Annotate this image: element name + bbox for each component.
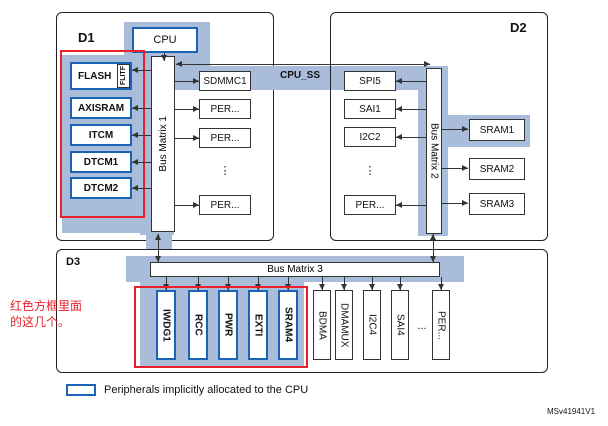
axisram-box: AXISRAM [70, 97, 132, 119]
d1-per-box-1: PER... [199, 99, 251, 119]
arrow-bm2-spi5 [396, 78, 426, 84]
arrow-bm3-sai4 [397, 277, 403, 290]
arrow-bm2-sram1 [442, 126, 468, 132]
d3-per-label: PER... [435, 310, 447, 340]
arrow-bm1-bm3 [155, 234, 161, 262]
d1-per-label-1: PER... [210, 103, 240, 115]
cpu-ss-label: CPU_SS [280, 70, 321, 81]
figure-reference: MSv41941V1 [547, 407, 596, 416]
arrow-bm2-sram3 [442, 200, 468, 206]
d1-highlight-box [60, 50, 145, 218]
exti-label: EXTI [252, 313, 264, 337]
d2-per-label: PER... [355, 199, 385, 211]
axisram-label: AXISRAM [77, 102, 125, 114]
d1-per-box-2: PER... [199, 128, 251, 148]
rcc-box: RCC [188, 290, 208, 360]
annotation-note: 红色方框里面 的这几个。 [10, 299, 83, 329]
arrow-bm3-bdma [319, 277, 325, 290]
iwdg1-label: IWDG1 [160, 308, 172, 342]
bdma-box: BDMA [313, 290, 331, 360]
d1-per-box-3: PER... [199, 195, 251, 215]
arrow-bm3-i2c4 [369, 277, 375, 290]
sai1-box: SAI1 [344, 99, 396, 119]
d1-per-ellipsis: ⋮ [219, 165, 231, 177]
arrow-cpu-bm1 [161, 53, 167, 61]
sram1-box: SRAM1 [469, 119, 525, 141]
bus-matrix-1: Bus Matrix 1 [151, 56, 175, 232]
iwdg1-box: IWDG1 [156, 290, 176, 360]
bus-matrix-2: Bus Matrix 2 [426, 68, 442, 234]
legend-text: Peripherals implicitly allocated to the … [104, 384, 309, 396]
sai4-box: SAI4 [391, 290, 409, 360]
sram1-label: SRAM1 [479, 124, 515, 136]
cpu-ss-bus-line [176, 61, 430, 67]
dtcm2-label: DTCM2 [83, 182, 119, 194]
sram3-box: SRAM3 [469, 193, 525, 215]
arrow-bm1-per3 [175, 202, 199, 208]
dtcm2-box: DTCM2 [70, 177, 132, 199]
d3-per-box: PER... [432, 290, 450, 360]
arrow-bm1-dtcm2 [132, 185, 151, 191]
arrow-bm1-per2 [175, 135, 199, 141]
sai1-label: SAI1 [359, 103, 381, 115]
domain-d2-label: D2 [510, 20, 527, 35]
dmamux-label: DMAMUX [338, 302, 350, 348]
arrow-bm2-sram2 [442, 165, 468, 171]
i2c2-label: I2C2 [359, 131, 381, 143]
sai4-label: SAI4 [394, 314, 406, 336]
bus-matrix-3-label: Bus Matrix 3 [267, 264, 323, 275]
dmamux-box: DMAMUX [335, 290, 353, 360]
arrow-bm2-bm3 [430, 234, 436, 262]
spi5-box: SPI5 [344, 71, 396, 91]
legend-swatch [66, 384, 96, 396]
arrow-bm3-per [438, 277, 444, 290]
sram3-label: SRAM3 [479, 198, 515, 210]
exti-box: EXTI [248, 290, 268, 360]
bus-matrix-3: Bus Matrix 3 [150, 262, 440, 277]
bdma-label: BDMA [316, 310, 328, 340]
pwr-label: PWR [222, 313, 234, 337]
itcm-box: ITCM [70, 124, 132, 146]
sram4-label: SRAM4 [282, 307, 294, 343]
cpu-box: CPU [132, 27, 198, 53]
domain-d1-label: D1 [78, 30, 95, 45]
arrow-bm3-dmamux [341, 277, 347, 290]
sram4-box: SRAM4 [278, 290, 298, 360]
i2c4-box: I2C4 [363, 290, 381, 360]
i2c4-label: I2C4 [366, 314, 378, 336]
arrow-bm1-flash [132, 67, 151, 73]
pwr-box: PWR [218, 290, 238, 360]
d1-per-label-2: PER... [210, 132, 240, 144]
dtcm1-box: DTCM1 [70, 151, 132, 173]
i2c2-box: I2C2 [344, 127, 396, 147]
domain-d3-label: D3 [66, 256, 81, 268]
arrow-bm1-dtcm1 [132, 159, 151, 165]
d3-per-ellipsis: ... [417, 320, 427, 332]
arrow-bm2-sai1 [396, 106, 426, 112]
arrow-bm2-i2c2 [396, 134, 426, 140]
d3-highlight-box [134, 286, 308, 368]
d2-per-box: PER... [344, 195, 396, 215]
sram2-box: SRAM2 [469, 158, 525, 180]
sram2-label: SRAM2 [479, 163, 515, 175]
arrow-bm1-axisram [132, 105, 151, 111]
spi5-label: SPI5 [359, 75, 381, 87]
d2-per-ellipsis: ⋮ [364, 165, 376, 177]
bus-matrix-2-label: Bus Matrix 2 [428, 123, 440, 179]
d1-per-label-3: PER... [210, 199, 240, 211]
rcc-label: RCC [192, 314, 204, 336]
flash-label: FLASH [78, 70, 112, 82]
arrow-bm1-sdmmc1 [175, 78, 199, 84]
arrow-bm2-per [396, 202, 426, 208]
bus-matrix-1-label: Bus Matrix 1 [157, 116, 169, 172]
domain-d2 [330, 12, 548, 241]
sdmmc1-label: SDMMC1 [203, 75, 247, 87]
cpu-label: CPU [153, 34, 177, 46]
flitf-box: FLITF [117, 64, 130, 88]
itcm-label: ITCM [88, 129, 114, 141]
dtcm1-label: DTCM1 [83, 156, 119, 168]
arrow-bm1-per1 [175, 106, 199, 112]
sdmmc1-box: SDMMC1 [199, 71, 251, 91]
arrow-bm1-itcm [132, 132, 151, 138]
